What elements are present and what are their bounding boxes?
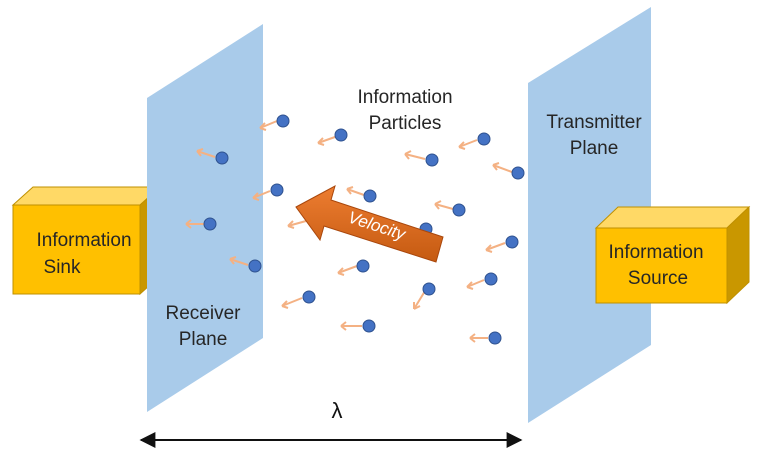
source-box-front (595, 227, 728, 304)
particle (346, 186, 365, 196)
particle (492, 162, 513, 173)
particles (185, 120, 513, 343)
information-particles-label-line2: Particles (369, 113, 442, 134)
particle (469, 333, 488, 343)
particle (337, 265, 358, 276)
particle-dot (452, 203, 466, 217)
particle-dots (203, 114, 525, 345)
particle-dot (270, 183, 284, 197)
particle-dot (334, 128, 348, 142)
lambda-label: λ (332, 398, 343, 423)
particle-dot (215, 151, 229, 165)
particle (259, 120, 278, 131)
particle (229, 256, 249, 266)
particle-dot (505, 235, 519, 249)
particle (196, 148, 216, 158)
particle-dot (484, 272, 498, 286)
distance-indicator: λ (139, 398, 523, 448)
receiver-plane-label-line2: Plane (179, 329, 228, 350)
transmitter-plane-shape (528, 7, 651, 423)
particle (340, 321, 362, 331)
particle (317, 136, 336, 146)
sink-box-front (12, 204, 141, 295)
receiver-plane-shape (147, 24, 263, 412)
particle (185, 219, 204, 229)
source-label-line2: Source (628, 268, 688, 289)
particle-dot (363, 189, 377, 203)
velocity-arrow-shape (295, 184, 444, 263)
particle-dot (276, 114, 290, 128)
receiver-plane: Receiver Plane (147, 24, 263, 412)
particle-dot (511, 166, 525, 180)
transmitter-plane-label-line2: Plane (570, 138, 619, 159)
particle-dot (425, 153, 439, 167)
particle (485, 242, 506, 253)
information-particles-label-line1: Information (357, 87, 452, 108)
particle (413, 290, 426, 310)
particle-dot (422, 282, 436, 296)
particle-dot (203, 217, 217, 231)
information-source-box: Information Source (594, 205, 751, 305)
particle (434, 200, 454, 210)
sink-label-line1: Information (36, 230, 131, 251)
information-sink-box: Information Sink (11, 185, 162, 296)
particle (252, 190, 271, 201)
particle (281, 297, 303, 309)
particle-dot (488, 331, 502, 345)
particle (466, 279, 485, 290)
source-box-top (594, 206, 751, 229)
sink-box-top (11, 186, 162, 206)
transmitter-plane: Transmitter Plane (528, 7, 651, 423)
particle (404, 150, 426, 160)
particle-dot (362, 319, 376, 333)
source-label-line1: Information (608, 242, 703, 263)
particle-dot (356, 259, 370, 273)
particle-dot (302, 290, 316, 304)
particle (287, 220, 307, 229)
particle-dot (477, 132, 491, 146)
particle (458, 139, 478, 150)
particle-dot (248, 259, 262, 273)
transmitter-plane-label-line1: Transmitter (546, 112, 642, 133)
sink-label-line2: Sink (44, 257, 81, 278)
receiver-plane-label-line1: Receiver (166, 303, 242, 324)
